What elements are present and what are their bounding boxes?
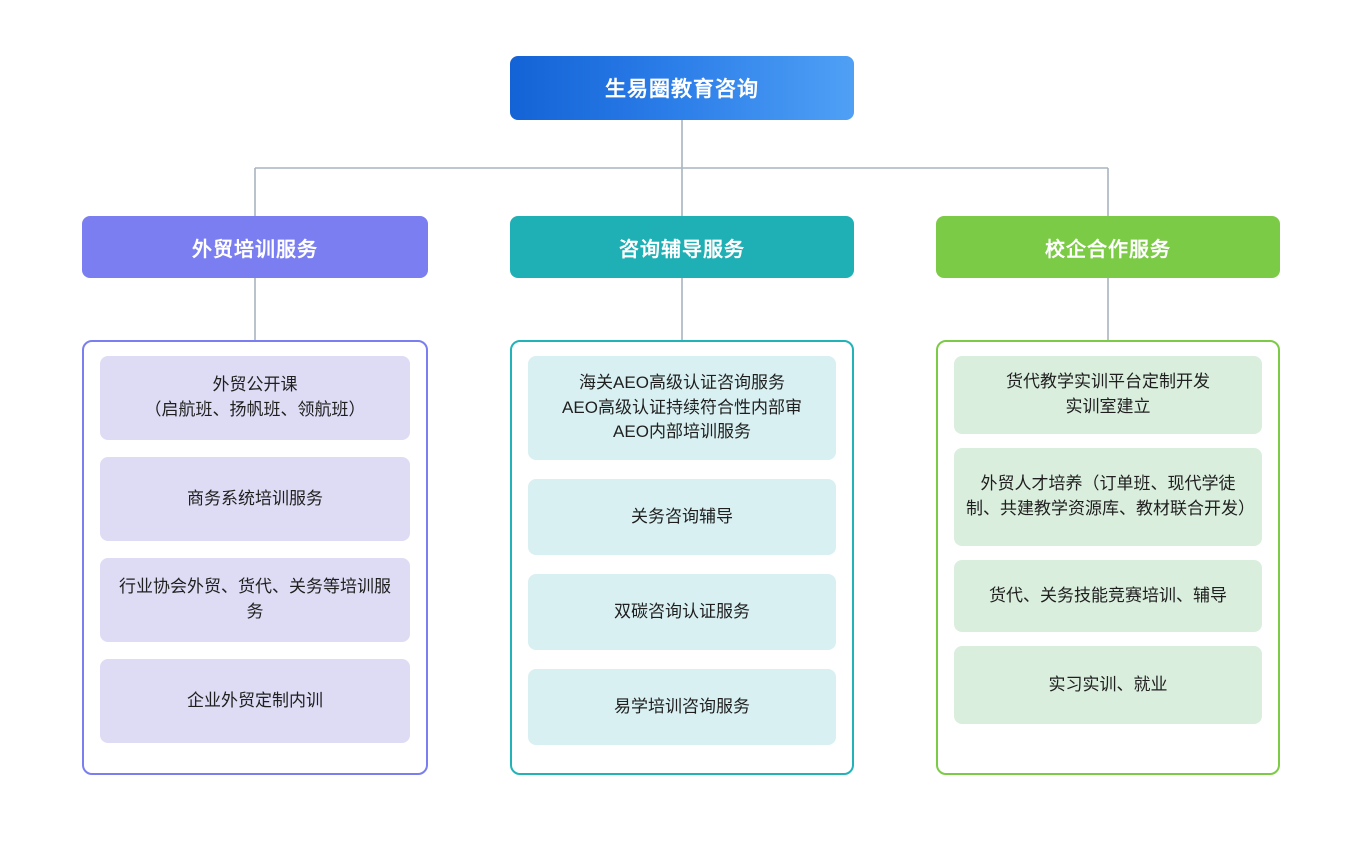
service-card[interactable]: 商务系统培训服务 — [100, 457, 410, 541]
service-card[interactable]: 海关AEO高级认证咨询服务 AEO高级认证持续符合性内部审 AEO内部培训服务 — [528, 356, 836, 460]
branch-column-consulting-tutoring: 咨询辅导服务 海关AEO高级认证咨询服务 AEO高级认证持续符合性内部审 AEO… — [510, 216, 854, 775]
root-node[interactable]: 生易圈教育咨询 — [510, 56, 854, 120]
branch-column-foreign-trade-training: 外贸培训服务 外贸公开课 （启航班、扬帆班、领航班） 商务系统培训服务 行业协会… — [82, 216, 428, 775]
root-node-label: 生易圈教育咨询 — [605, 78, 759, 101]
service-card[interactable]: 外贸公开课 （启航班、扬帆班、领航班） — [100, 356, 410, 440]
service-card[interactable]: 关务咨询辅导 — [528, 479, 836, 555]
column-body-foreign-trade-training: 外贸公开课 （启航班、扬帆班、领航班） 商务系统培训服务 行业协会外贸、货代、关… — [82, 340, 428, 775]
service-card[interactable]: 易学培训咨询服务 — [528, 669, 836, 745]
service-card[interactable]: 外贸人才培养（订单班、现代学徒制、共建教学资源库、教材联合开发） — [954, 448, 1262, 546]
column-body-consulting-tutoring: 海关AEO高级认证咨询服务 AEO高级认证持续符合性内部审 AEO内部培训服务 … — [510, 340, 854, 775]
service-card[interactable]: 双碳咨询认证服务 — [528, 574, 836, 650]
column-header-label: 咨询辅导服务 — [619, 238, 745, 261]
column-header-school-enterprise-cooperation[interactable]: 校企合作服务 — [936, 216, 1280, 278]
service-card[interactable]: 行业协会外贸、货代、关务等培训服务 — [100, 558, 410, 642]
column-header-label: 校企合作服务 — [1045, 238, 1171, 261]
service-card[interactable]: 货代教学实训平台定制开发 实训室建立 — [954, 356, 1262, 434]
column-body-school-enterprise-cooperation: 货代教学实训平台定制开发 实训室建立 外贸人才培养（订单班、现代学徒制、共建教学… — [936, 340, 1280, 775]
service-card[interactable]: 实习实训、就业 — [954, 646, 1262, 724]
column-header-foreign-trade-training[interactable]: 外贸培训服务 — [82, 216, 428, 278]
column-header-consulting-tutoring[interactable]: 咨询辅导服务 — [510, 216, 854, 278]
service-card[interactable]: 企业外贸定制内训 — [100, 659, 410, 743]
branch-column-school-enterprise-cooperation: 校企合作服务 货代教学实训平台定制开发 实训室建立 外贸人才培养（订单班、现代学… — [936, 216, 1280, 775]
column-header-label: 外贸培训服务 — [192, 238, 318, 261]
service-card[interactable]: 货代、关务技能竞赛培训、辅导 — [954, 560, 1262, 632]
